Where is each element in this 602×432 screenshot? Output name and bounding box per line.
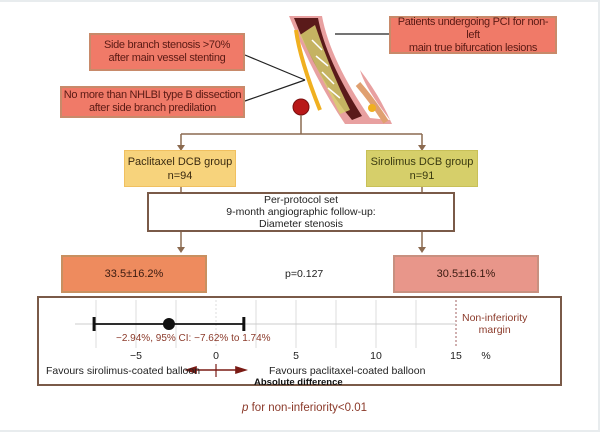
tick-label: 15	[450, 350, 462, 362]
paclitaxel-group-n: n=94	[167, 169, 193, 182]
non-inferiority-text: for non-inferiority<0.01	[248, 402, 367, 414]
favours-left-label: Favours sirolimus-coated balloon	[46, 365, 201, 377]
per-protocol-line2: 9-month angiographic follow-up:	[226, 206, 376, 218]
arrow-right-icon	[235, 366, 248, 374]
non-inferiority-p: p for non-inferiority<0.01	[242, 402, 367, 414]
estimate-label: −2.94%, 95% CI: −7.62% to 1.74%	[116, 333, 271, 344]
x-axis-label: Absolute difference	[254, 377, 343, 388]
bifurcation-vessel-icon	[289, 16, 392, 124]
arrow-down-icon	[177, 145, 185, 151]
sirolimus-group-name: Sirolimus DCB group	[370, 155, 474, 168]
connector-side-branch	[244, 54, 306, 81]
side-branch-stenosis-box: Side branch stenosis >70% after main ves…	[89, 33, 245, 71]
arrow-down-icon	[418, 247, 426, 253]
patients-box: Patients undergoing PCI for non-left mai…	[389, 16, 557, 54]
per-protocol-line3: Diameter stenosis	[258, 218, 344, 230]
sirolimus-result-box: 30.5±16.1%	[393, 255, 539, 293]
dissection-box: No more than NHLBI type B dissection aft…	[60, 86, 245, 118]
sirolimus-group-n: n=91	[409, 169, 435, 182]
connector-dissection	[244, 79, 306, 102]
point-estimate	[162, 318, 175, 330]
p-italic: p	[242, 402, 249, 414]
paclitaxel-group-name: Paclitaxel DCB group	[127, 155, 233, 168]
paclitaxel-group-box: Paclitaxel DCB group n=94	[124, 150, 236, 187]
p-value: p=0.127	[285, 268, 324, 280]
favours-right-label: Favours paclitaxel-coated balloon	[269, 365, 426, 377]
tick-label: 10	[370, 350, 382, 362]
per-protocol-line1: Per-protocol set	[263, 194, 339, 206]
unit-label: %	[481, 350, 490, 362]
sirolimus-group-box: Sirolimus DCB group n=91	[366, 150, 478, 187]
tick-label: 0	[213, 350, 219, 362]
forest-plot-box	[37, 296, 562, 386]
per-protocol-box: Per-protocol set 9-month angiographic fo…	[147, 192, 455, 232]
tick-label: −5	[130, 350, 142, 362]
arrow-down-icon	[418, 145, 426, 151]
paclitaxel-result-box: 33.5±16.2%	[61, 255, 207, 293]
tick-label: 5	[293, 350, 299, 362]
arrow-down-icon	[177, 247, 185, 253]
arrow-left-icon	[184, 366, 197, 374]
margin-label: Non-inferiority margin	[462, 312, 528, 336]
